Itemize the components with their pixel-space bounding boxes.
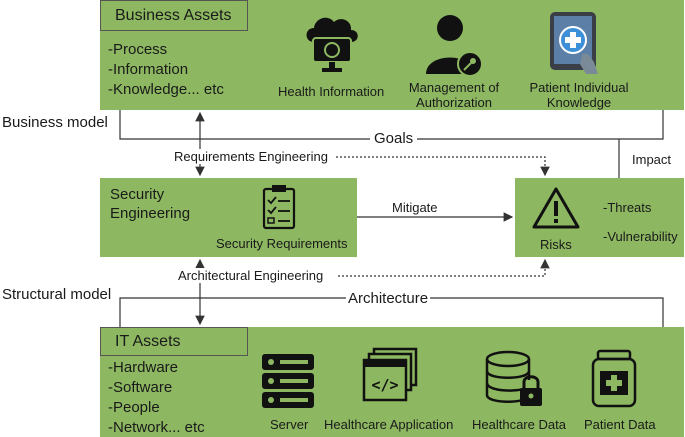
threats-label: -Threats (603, 200, 652, 215)
it-asset-item: -Software (108, 379, 173, 396)
healthcare-data-label: Healthcare Data (472, 417, 566, 432)
risks-label: Risks (540, 237, 572, 252)
it-asset-item: -Hardware (108, 359, 179, 376)
business-asset-item: -Knowledge... etc (108, 81, 224, 98)
security-engineering-title: Security (110, 186, 165, 203)
management-authorization-label: Management of Authorization (408, 80, 500, 110)
architecture-label: Architecture (346, 290, 431, 307)
server-icon (262, 354, 314, 408)
requirements-engineering-label: Requirements Engineering (174, 149, 328, 164)
it-asset-item: -Network... etc (108, 419, 205, 436)
cloud-monitor-icon (306, 17, 358, 72)
mitigate-label: Mitigate (392, 200, 438, 215)
security-requirements-label: Security Requirements (216, 236, 348, 251)
warning-icon (532, 187, 580, 229)
business-asset-item: -Process (108, 41, 168, 58)
user-key-icon (426, 15, 483, 77)
business-assets-title: Business Assets (100, 0, 248, 31)
architectural-engineering-label: Architectural Engineering (178, 268, 324, 283)
architectural-dotted-arrow (338, 258, 550, 277)
medical-jar-icon (591, 349, 637, 408)
svg-text:</>: </> (371, 376, 398, 394)
impact-label: Impact (632, 152, 672, 167)
vulnerability-label: -Vulnerability (603, 229, 678, 244)
security-engineering-box (100, 178, 357, 257)
code-window-icon: </> (362, 347, 418, 402)
goals-label: Goals (370, 130, 418, 147)
business-asset-item: -Information (108, 61, 189, 78)
database-lock-icon (485, 350, 542, 406)
clipboard-checklist-icon (262, 185, 296, 230)
risks-box (515, 178, 684, 257)
business-model-label: Business model (2, 114, 108, 131)
it-assets-title: IT Assets (100, 327, 248, 356)
tablet-medical-icon (550, 12, 598, 74)
structural-model-label: Structural model (2, 286, 112, 303)
patient-knowledge-label: Patient Individual Knowledge (529, 80, 629, 110)
server-label: Server (270, 417, 309, 432)
health-information-label: Health Information (278, 84, 385, 99)
it-asset-item: -People (108, 399, 160, 416)
patient-data-label: Patient Data (584, 417, 656, 432)
security-engineering-title-2: Engineering (110, 205, 191, 222)
requirements-dotted-arrow (336, 156, 550, 177)
healthcare-application-label: Healthcare Application (324, 417, 454, 432)
